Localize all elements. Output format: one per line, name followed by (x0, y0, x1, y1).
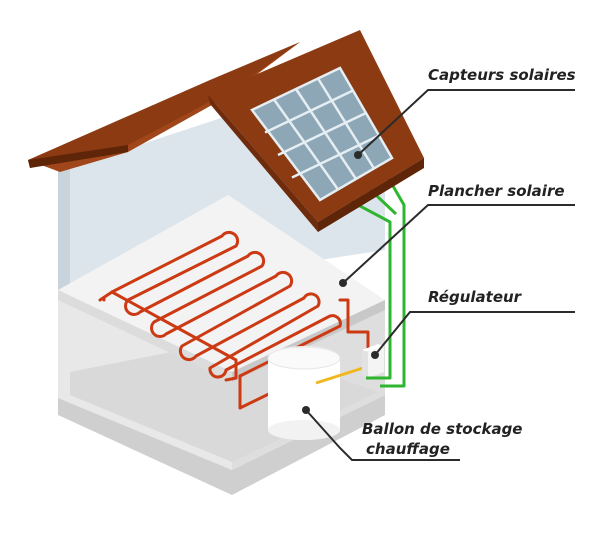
solar-panel-icon (208, 30, 424, 232)
label-regulator: Régulateur (428, 288, 523, 306)
leader-lines (305, 89, 575, 461)
label-solar-collectors: Capteurs solaires (428, 66, 576, 84)
panel-grid (250, 66, 394, 202)
panel-roof-edge (318, 158, 424, 232)
label-solar-floor: Plancher solaire (428, 182, 565, 200)
roof-left-edge (28, 145, 128, 168)
hot-water-link (315, 365, 367, 385)
floor-slab-top (58, 195, 385, 372)
label-storage-tank-line1: Ballon de stockage (362, 420, 522, 438)
ground-base (58, 395, 385, 495)
label-storage-tank-line2: chauffage (366, 440, 450, 458)
storage-tank-icon (267, 346, 341, 440)
leader-dots (302, 151, 379, 414)
roof-left-top (28, 42, 300, 168)
panel-roof-edge-left (208, 95, 318, 232)
